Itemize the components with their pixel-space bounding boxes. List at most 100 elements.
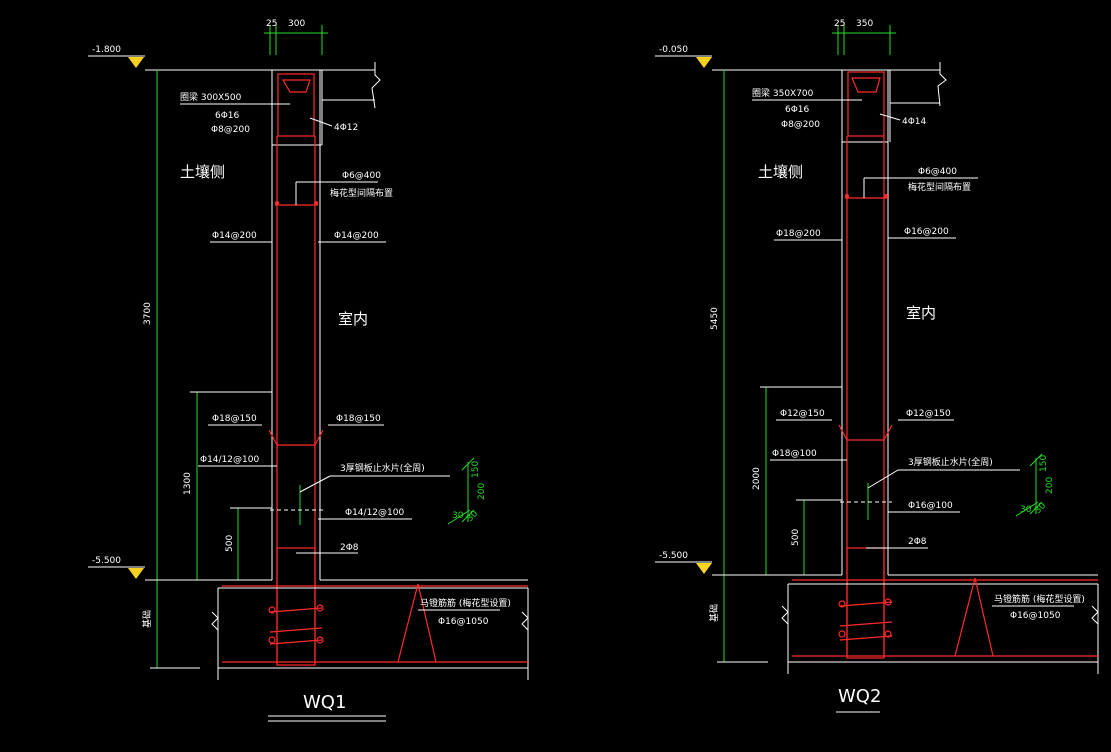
wq2-embed-hooks: [839, 601, 893, 641]
wq1-chair-rebar: [397, 583, 437, 663]
wq1-beam-side-rebar: 4Φ12: [334, 123, 358, 133]
wq2-beam-rebar2: Φ8@200: [781, 120, 820, 130]
wq1-stirrup-note: 马镫筋筋 (梅花型设置): [420, 597, 511, 609]
wq1-stirrup-rebar: Φ16@1050: [438, 617, 489, 627]
wq2-tie-note: 梅花型间隔布置: [908, 181, 971, 193]
wq1-waterstop: 3厚钢板止水片(全周): [340, 462, 425, 474]
wq1-ring-beam: [271, 69, 321, 146]
wq1-hook-4: [316, 636, 324, 644]
wq1-tie-rebar: Φ6@400: [342, 171, 381, 181]
wq2-foundation-label: 基础: [708, 604, 720, 622]
wq2-bottom-level-marker-icon: [696, 563, 712, 574]
wq2-slab-outline: [712, 574, 1099, 674]
wq2-detail: -0.050 5450 基础 25 350 圈梁 350X700 6Φ16 Φ8…: [655, 19, 1099, 713]
wq2-beam-rebar1: 6Φ16: [785, 105, 810, 115]
wq1-dim-height: 3700: [143, 302, 153, 325]
wq1-right-vert: Φ14@200: [334, 231, 379, 241]
wq1-bottom-level: -5.500: [92, 556, 121, 566]
wq1-interior: 室内: [338, 310, 368, 328]
wq1-left-horiz: Φ14/12@100: [200, 455, 259, 465]
wq2-waterstop: 3厚钢板止水片(全周): [908, 456, 993, 468]
wq2-hook-2: [884, 598, 892, 606]
wq2-ws-b: 200: [1045, 477, 1055, 494]
wq2-slab-stub: [890, 62, 947, 107]
wq1-right-lower: Φ18@150: [336, 414, 381, 424]
wq2-right-lower: Φ12@150: [906, 409, 951, 419]
wq2-left-lower: Φ12@150: [780, 409, 825, 419]
wq1-top-level: -1.800: [92, 45, 121, 55]
wq1-tie-dot-r: [314, 201, 318, 205]
wq2-hook-1: [838, 600, 846, 608]
wq2-dim-height: 5450: [710, 307, 720, 330]
wq2-chair-rebar: [954, 577, 994, 657]
wq1-bottom-level-marker-icon: [128, 568, 144, 579]
wq1-beam-rebar1: 6Φ16: [215, 111, 240, 121]
wq2-bottom-rebar: 2Φ8: [908, 537, 927, 547]
wq2-tie-dot-r: [884, 194, 888, 198]
wq2-stirrup-rebar: Φ16@1050: [1010, 611, 1061, 621]
wq1-bottom-rebar: 2Φ8: [340, 543, 359, 553]
wq1-embed-hooks: [269, 607, 323, 645]
wq1-dim-25: 25: [266, 19, 277, 29]
wq1-right-horiz: Φ14/12@100: [345, 508, 404, 518]
wq1-slab-stub: [322, 62, 381, 109]
wq2-interior: 室内: [906, 304, 936, 322]
wq1-foundation-label: 基础: [141, 610, 153, 628]
wq1-title: WQ1: [303, 692, 346, 713]
wq2-tie-rebar: Φ6@400: [918, 167, 957, 177]
wq1-beam-hook: [281, 79, 311, 93]
wq1-detail: -1.800 3700 基础 25 300 圈梁 300X500: [88, 19, 529, 722]
wq2-tie-dot-l: [845, 194, 849, 198]
wq1-slab-outline: [145, 579, 529, 680]
wq2-ws-d: 30: [1033, 501, 1048, 516]
wq2-ws-c: 30: [1020, 505, 1032, 515]
wq1-tie-note: 梅花型间隔布置: [330, 187, 393, 199]
wq2-lap-l: [838, 424, 848, 441]
wq2-beam-hook: [851, 77, 881, 93]
wq1-left-vert: Φ14@200: [212, 231, 257, 241]
wq1-tie-dot-l: [275, 201, 279, 205]
wq2-ws-a: 150: [1039, 455, 1049, 472]
wq1-embed-stirrup: [276, 547, 316, 666]
wq2-left-vert: Φ18@200: [776, 229, 821, 239]
wq2-stirrup-note: 马镫筋筋 (梅花型设置): [994, 593, 1085, 605]
wq2-right-horiz: Φ16@100: [908, 501, 953, 511]
wq2-bottom-level: -5.500: [659, 551, 688, 561]
wq1-slab-breaks: [211, 611, 529, 631]
wq2-soil-side: 土壤侧: [758, 163, 803, 181]
wq2-slab-breaks: [781, 605, 1099, 625]
wq2-waterstop-detail: [1015, 453, 1043, 517]
wq1-top-level-marker-icon: [128, 57, 144, 68]
wq1-ws-d: 30: [465, 509, 480, 524]
wq1-beam-stirrup: [277, 73, 315, 137]
wq2-left-horiz: Φ18@100: [772, 449, 817, 459]
wq2-dim-2000: 2000: [752, 467, 762, 490]
wq1-lap-l: [268, 429, 278, 446]
wq2-ring-beam: [841, 69, 889, 143]
wq1-dim-500: 500: [225, 535, 235, 552]
wq2-top-level: -0.050: [659, 45, 688, 55]
wq1-dim-wall: 300: [288, 19, 305, 29]
wq2-hook-3: [838, 630, 846, 638]
wq1-beam-side-leader: [309, 117, 333, 127]
wq2-dim-25: 25: [834, 19, 845, 29]
wq1-ws-b: 200: [477, 483, 487, 500]
wq2-dim-wall: 350: [856, 19, 873, 29]
wq1-hook-2: [316, 604, 324, 612]
wq2-wall-outline: [841, 69, 891, 575]
wq1-hook-1: [268, 606, 276, 614]
wq2-beam-label: 圈梁 350X700: [752, 87, 814, 99]
wq1-ws-c: 30: [452, 511, 464, 521]
wq2-waterstop-leader: [867, 469, 899, 489]
wq1-waterstop-detail: [447, 457, 475, 525]
wq2-top-level-marker-icon: [696, 57, 712, 68]
wq1-beam-label: 圈梁 300X500: [180, 91, 242, 103]
wq2-beam-side-leader: [879, 113, 901, 121]
wq1-soil-side: 土壤侧: [180, 163, 225, 181]
wq2-lap-r: [883, 424, 893, 441]
wq2-dim-500: 500: [791, 529, 801, 546]
wq2-beam-side-rebar: 4Φ14: [902, 117, 927, 127]
wq2-title: WQ2: [838, 686, 881, 707]
wq2-right-vert: Φ16@200: [904, 227, 949, 237]
